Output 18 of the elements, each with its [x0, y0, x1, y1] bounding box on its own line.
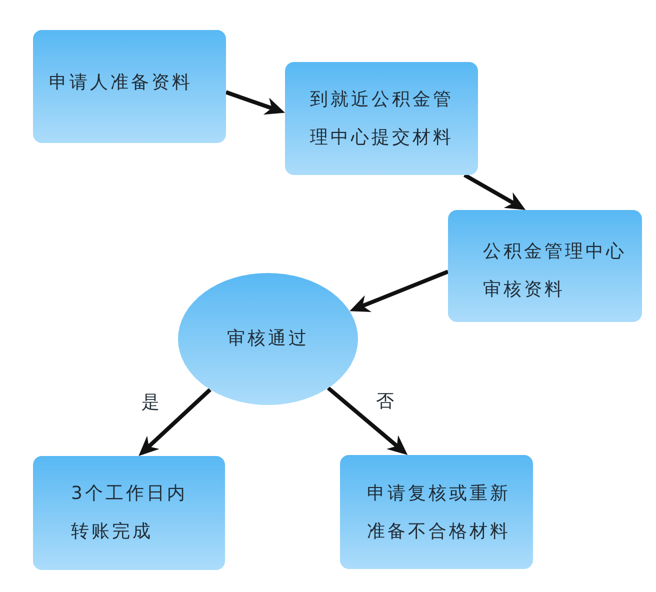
- arrow: [464, 173, 527, 212]
- step-box: [33, 456, 225, 570]
- step-box: [33, 30, 226, 143]
- arrow: [326, 386, 409, 457]
- decision-oval: [178, 273, 358, 405]
- edge-label: 是: [140, 392, 160, 414]
- step-box: [448, 210, 642, 322]
- arrow: [137, 388, 212, 458]
- arrow: [225, 90, 286, 115]
- decision-label: 审核通过: [227, 327, 309, 351]
- step-label: 申请复核或重新准备不合格材料: [367, 482, 512, 544]
- arrow: [348, 270, 449, 313]
- step-label: 申请人准备资料: [49, 71, 194, 95]
- step-label: 到就近公积金管理中心提交材料: [310, 88, 454, 150]
- step-label: 3个工作日内转账完成: [71, 482, 188, 544]
- step-box: [285, 62, 478, 175]
- step-box: [340, 455, 533, 569]
- step-label: 公积金管理中心审核资料: [483, 240, 628, 302]
